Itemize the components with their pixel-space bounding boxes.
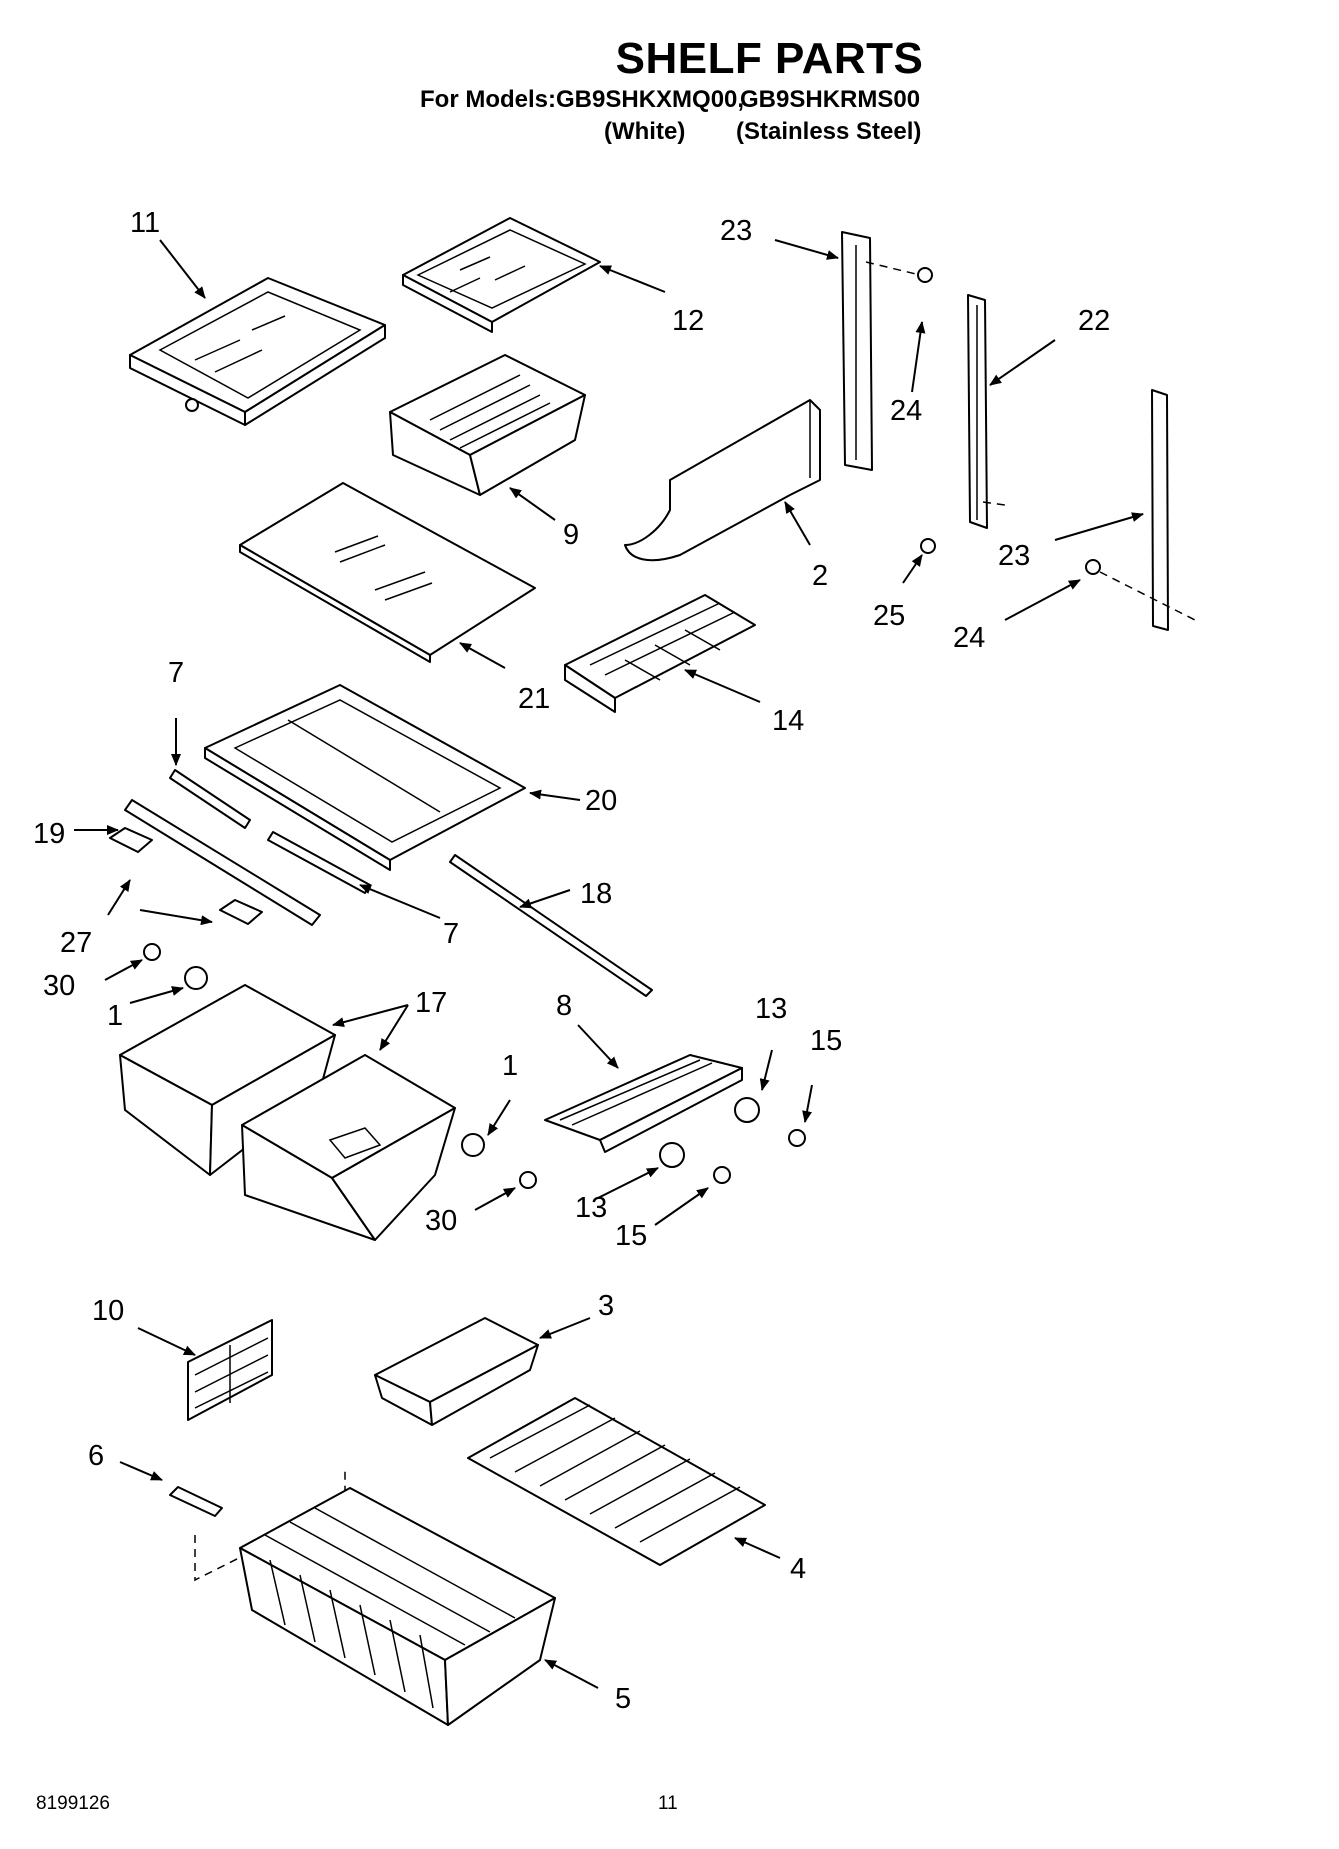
callout-1-right: 1 xyxy=(502,1050,518,1082)
callout-13-top: 13 xyxy=(755,993,787,1025)
part-17-crisper-drawer-right xyxy=(241,1054,456,1241)
part-12-glass-shelf xyxy=(402,217,601,333)
part-30-screw-left xyxy=(143,943,161,961)
finish-white: (White) xyxy=(604,118,686,145)
callout-14: 14 xyxy=(772,705,804,737)
callout-30-right: 30 xyxy=(425,1205,457,1237)
callout-11: 11 xyxy=(130,207,160,239)
callout-23-top: 23 xyxy=(720,215,752,247)
page-title: SHELF PARTS xyxy=(615,34,924,83)
callout-10: 10 xyxy=(92,1295,124,1327)
callout-1-left: 1 xyxy=(107,1000,123,1032)
part-2-deflector xyxy=(624,399,821,562)
model-number-stainless: GB9SHKRMS00 xyxy=(740,86,921,113)
callout-15-top: 15 xyxy=(810,1025,842,1057)
part-6-basket-roller xyxy=(169,1486,223,1517)
part-8-crisper-support xyxy=(544,1054,743,1153)
part-4-wire-shelf xyxy=(467,1397,766,1566)
callout-7-bottom: 7 xyxy=(443,918,459,950)
callout-15-bottom: 15 xyxy=(615,1220,647,1252)
page-number: 11 xyxy=(658,1793,678,1814)
part-30-screw-right xyxy=(519,1171,537,1189)
part-15-screw-upper xyxy=(788,1129,806,1147)
part-5-freezer-basket xyxy=(239,1487,556,1726)
finish-stainless: (Stainless Steel) xyxy=(736,118,922,145)
part-21-glass-panel xyxy=(239,482,536,663)
callout-3: 3 xyxy=(598,1290,614,1322)
part-10-basket-divider xyxy=(187,1319,273,1421)
callout-4: 4 xyxy=(790,1553,806,1585)
callout-9: 9 xyxy=(563,519,579,551)
part-24-screw-upper xyxy=(917,267,933,283)
part-27-clip-left xyxy=(109,827,153,853)
part-13-roller-lower xyxy=(659,1142,685,1168)
callout-24-bottom: 24 xyxy=(953,622,985,654)
models-prefix: For Models: xyxy=(420,86,556,113)
part-17-crisper-drawer-left xyxy=(119,984,336,1176)
part-11-slide-shelf xyxy=(129,277,386,426)
part-23-shelf-rail-left xyxy=(841,231,873,471)
callout-2: 2 xyxy=(812,560,828,592)
part-7-trim-upper xyxy=(169,769,251,829)
part-19-cover-trim xyxy=(124,799,321,926)
model-number-white: GB9SHKXMQ00, xyxy=(556,86,745,113)
callout-labels: 11 12 9 21 2 23 24 22 25 23 24 14 7 20 1… xyxy=(33,207,1110,1715)
part-3-freezer-bin xyxy=(374,1317,539,1426)
callout-7-top: 7 xyxy=(168,657,184,689)
part-1-spacer-right xyxy=(461,1133,485,1157)
callout-12: 12 xyxy=(672,305,704,337)
callout-21: 21 xyxy=(518,683,550,715)
callout-20: 20 xyxy=(585,785,617,817)
part-14-ice-tray xyxy=(564,594,756,713)
callout-18: 18 xyxy=(580,878,612,910)
leader-arrows xyxy=(74,239,1144,1689)
document-number: 8199126 xyxy=(36,1793,110,1814)
part-1-spacer-left xyxy=(184,966,208,990)
callout-22: 22 xyxy=(1078,305,1110,337)
part-23-shelf-rail-right xyxy=(1151,389,1169,631)
part-15-screw-lower xyxy=(713,1166,731,1184)
callout-27: 27 xyxy=(60,927,92,959)
callout-8: 8 xyxy=(556,990,572,1022)
callout-30-left: 30 xyxy=(43,970,75,1002)
callout-13-bottom: 13 xyxy=(575,1192,607,1224)
callout-25: 25 xyxy=(873,600,905,632)
part-13-roller-upper xyxy=(734,1097,760,1123)
part-20-crisper-cover xyxy=(204,684,526,871)
callout-19: 19 xyxy=(33,818,65,850)
callout-6: 6 xyxy=(88,1440,104,1472)
callout-5: 5 xyxy=(615,1683,631,1715)
part-22-shelf-rail xyxy=(967,294,988,529)
part-25-screw xyxy=(920,538,936,554)
part-9-deli-drawer xyxy=(389,354,586,496)
part-27-clip-right xyxy=(219,899,263,925)
part-18-rod xyxy=(449,854,653,997)
callout-17: 17 xyxy=(415,987,447,1019)
callout-24-top: 24 xyxy=(890,395,922,427)
part-24-screw-lower xyxy=(1085,559,1101,575)
callout-23-right: 23 xyxy=(998,540,1030,572)
